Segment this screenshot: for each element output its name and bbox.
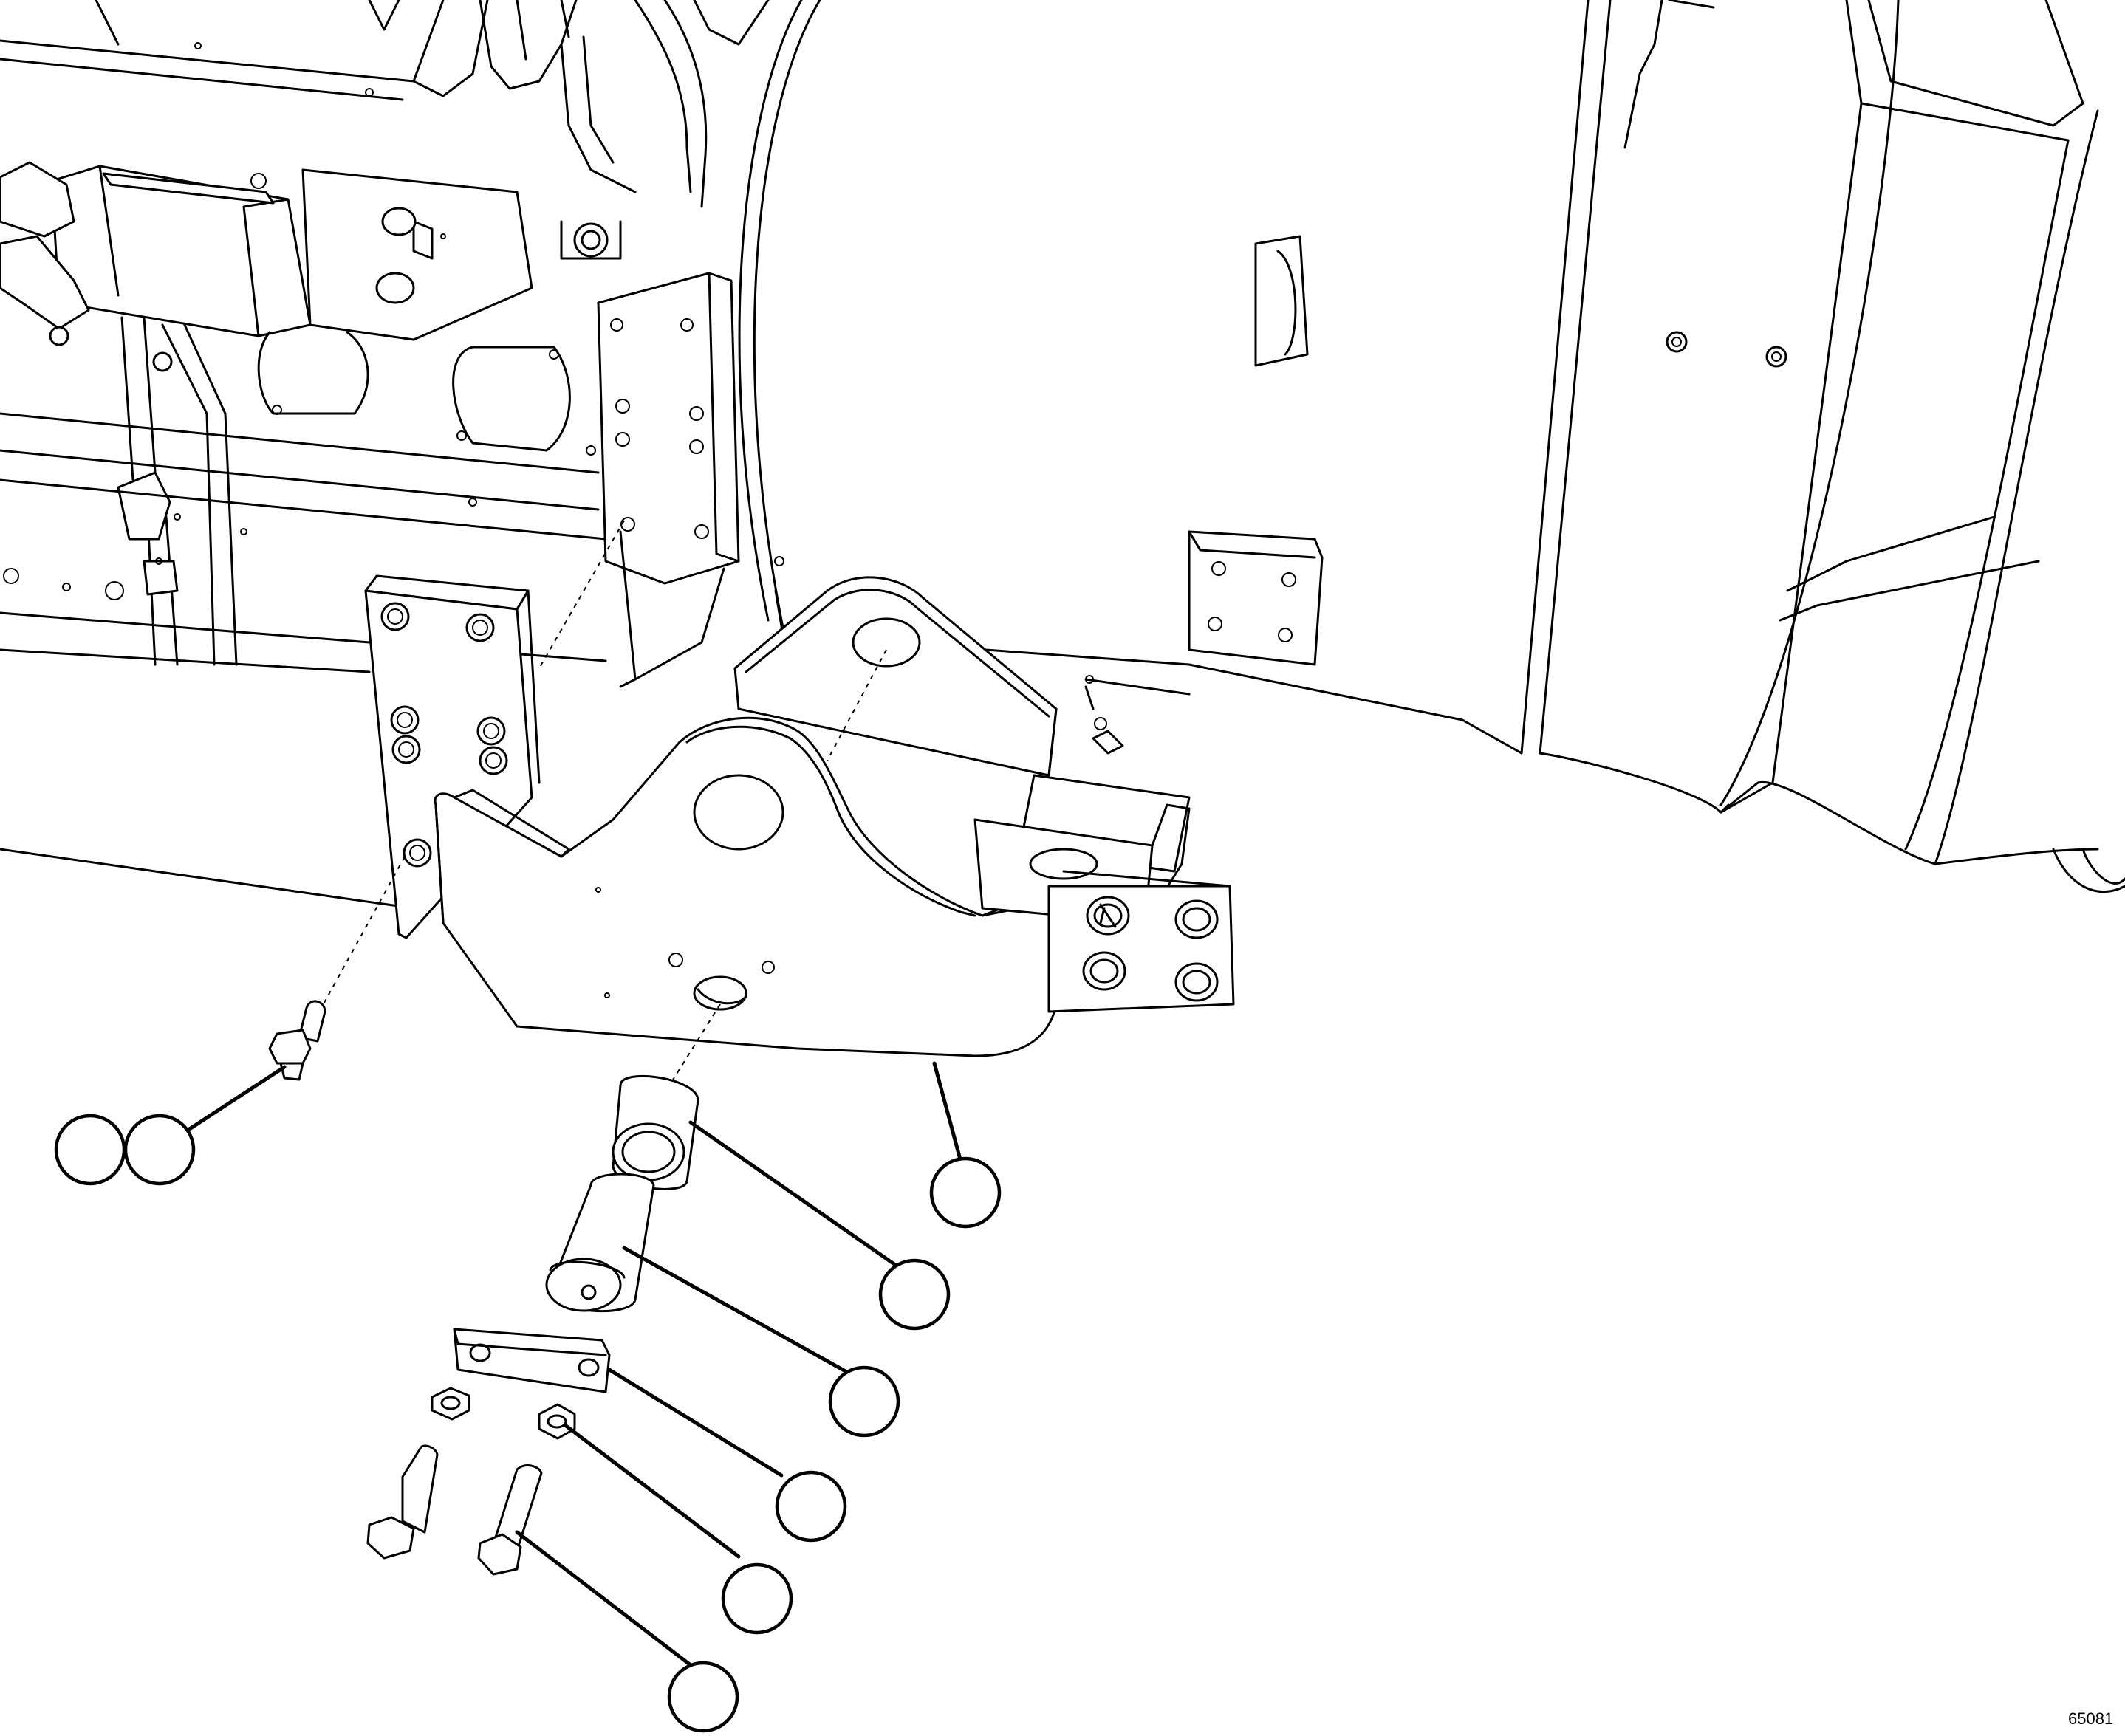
- nut-right: [538, 1403, 576, 1440]
- engine-mount-block: [597, 272, 740, 688]
- retaining-plate: [453, 1328, 611, 1393]
- bolt-left: [366, 1444, 439, 1560]
- engine-block: [0, 0, 770, 910]
- callout-bubble: [721, 1562, 793, 1635]
- generator-housing: [738, 0, 2125, 893]
- figure-number: 65081: [2068, 1709, 2113, 1728]
- callout-bubbles: [54, 1114, 1002, 1733]
- callout-bubble: [775, 1470, 847, 1543]
- assembly-center-lines: [321, 520, 887, 1094]
- leader-lines: [186, 1061, 962, 1667]
- bolt-right: [477, 1464, 543, 1576]
- callout-bubble: [54, 1114, 126, 1186]
- callout-bubble: [828, 1365, 900, 1438]
- pin: [545, 1173, 655, 1313]
- grease-fitting: [268, 1000, 326, 1081]
- vertical-mounting-plate: [364, 574, 541, 939]
- bushing: [612, 1074, 699, 1190]
- callout-bubble: [878, 1258, 951, 1331]
- callout-bubble: [123, 1114, 196, 1186]
- nut-left: [431, 1387, 470, 1421]
- main-bracket: [434, 716, 1235, 1057]
- callout-bubble: [929, 1156, 1002, 1229]
- callout-bubble: [667, 1661, 739, 1733]
